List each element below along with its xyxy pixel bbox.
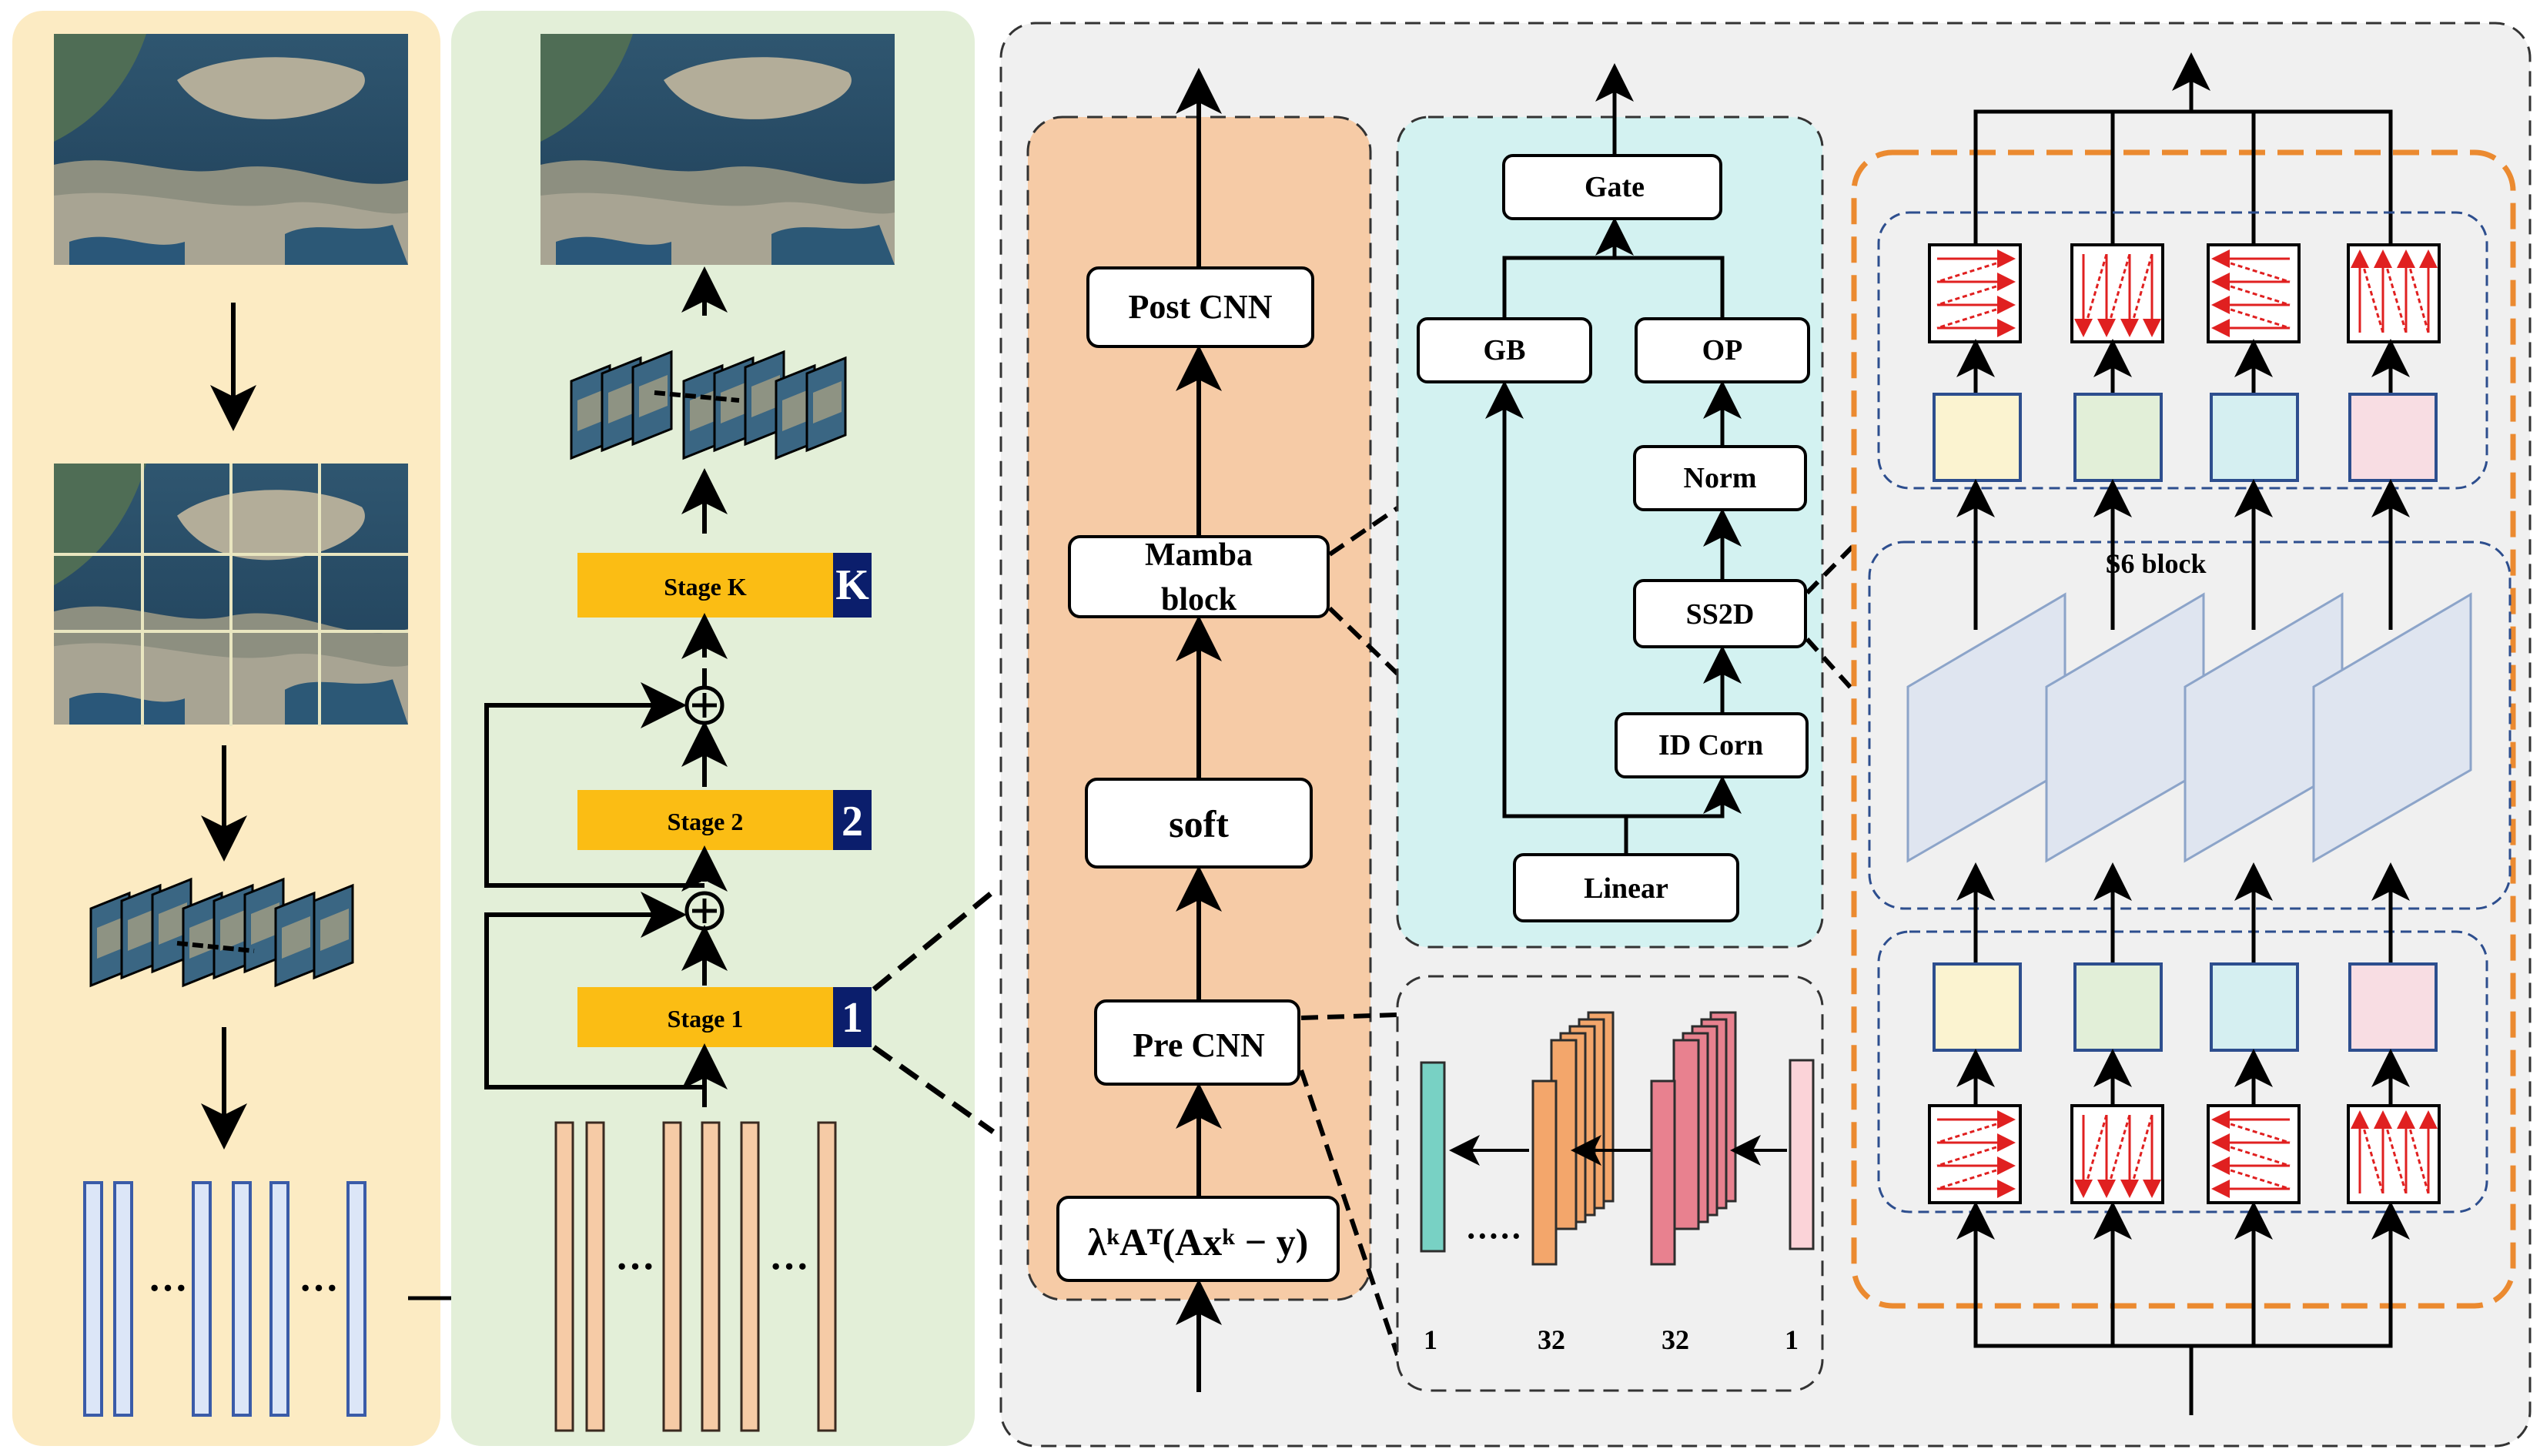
vector-bars-blue	[83, 1181, 366, 1417]
cnn-output-feature	[1420, 1061, 1446, 1253]
scan-pattern-top-1	[1928, 243, 2022, 343]
seq-token-bottom-4	[2348, 962, 2438, 1052]
stage-1-badge-text: 1	[842, 994, 863, 1042]
seq-token-top-3	[2210, 393, 2299, 482]
seq-token-top-1	[1933, 393, 2022, 482]
seq-token-bottom-3	[2210, 962, 2299, 1052]
ss2d-label: SS2D	[1686, 598, 1755, 631]
satellite-image-patched	[54, 464, 408, 726]
arrow-linear-to-gb	[1485, 380, 1628, 855]
mamba-block-label-1: Mamba	[1145, 537, 1253, 573]
stage-k-bar	[577, 553, 833, 618]
gb-label: GB	[1484, 334, 1526, 367]
dots-left-1: ···	[148, 1267, 188, 1310]
mamba-block-label-2: block	[1161, 582, 1237, 618]
stage-2-badge-text: 2	[842, 798, 863, 845]
seq-token-top-4	[2348, 393, 2438, 482]
mamba-detail-panel	[1396, 115, 1824, 949]
channel-label-in: 1	[1785, 1324, 1799, 1355]
seq-token-bottom-2	[2073, 962, 2163, 1052]
stage-2-badge	[833, 790, 872, 850]
op-label: OP	[1702, 334, 1743, 367]
patch-tiles-stack-output	[570, 350, 847, 460]
scan-expand-group	[1877, 930, 2488, 1213]
channel-label-32a: 32	[1538, 1324, 1565, 1355]
seq-token-top-2	[2073, 393, 2163, 482]
arrow-linear-to-idcorn	[1626, 775, 1742, 818]
ss2d-detail-panel	[1851, 149, 2516, 1309]
zoom-line-ss2d-top	[1805, 541, 1858, 595]
skip-connection-2	[484, 682, 704, 888]
stage-2-bar	[577, 790, 833, 850]
dots-orange-1: ···	[615, 1245, 655, 1289]
scan-pattern-bottom-4	[2347, 1104, 2441, 1204]
soft-label: soft	[1169, 802, 1229, 845]
cnn-dots: ·····	[1465, 1217, 1521, 1255]
cnn-feature-32-a	[1531, 1011, 1615, 1266]
cnn-feature-32-b	[1650, 1011, 1737, 1266]
scan-pattern-top-2	[2070, 243, 2164, 343]
cnn-input-feature	[1789, 1059, 1815, 1250]
satellite-image-full	[54, 34, 408, 265]
post-cnn-label: Post CNN	[1129, 288, 1273, 326]
stage-1-bar	[577, 987, 833, 1047]
vector-bars-orange	[554, 1121, 837, 1432]
stage-k-badge	[833, 553, 872, 618]
scan-pattern-top-4	[2347, 243, 2441, 343]
linear-label: Linear	[1584, 872, 1668, 905]
stage-1-label: Stage 1	[668, 1005, 744, 1033]
pre-cnn-label: Pre CNN	[1133, 1026, 1265, 1064]
norm-label: Norm	[1684, 462, 1757, 494]
skip-connection-1	[484, 892, 704, 1089]
zoom-line-ss2d-bottom	[1805, 637, 1858, 695]
stage-k-badge-text: K	[835, 561, 869, 609]
scan-merge-group	[1877, 211, 2488, 490]
stage-k-label: Stage K	[664, 573, 747, 601]
stage-1-badge	[833, 987, 872, 1047]
scan-pattern-bottom-1	[1928, 1104, 2022, 1204]
channel-label-out: 1	[1424, 1324, 1437, 1355]
zoom-line-mamba-bottom	[1327, 606, 1400, 676]
zoom-line-mamba-top	[1328, 506, 1399, 557]
scan-pattern-top-3	[2207, 243, 2301, 343]
gate-label: Gate	[1585, 171, 1645, 203]
stage-2-label: Stage 2	[668, 808, 744, 835]
s6-planes	[1906, 592, 2472, 863]
zoom-line-bottom	[872, 1045, 996, 1134]
seq-token-bottom-1	[1933, 962, 2022, 1052]
formula-label: λᵏAᵀ(Axᵏ − y)	[1088, 1220, 1308, 1264]
id-corn-label: ID Corn	[1658, 729, 1763, 761]
scan-pattern-bottom-2	[2070, 1104, 2164, 1204]
s6-block-group	[1868, 541, 2512, 910]
channel-label-32b: 32	[1662, 1324, 1689, 1355]
patch-tiles-stack	[89, 878, 354, 987]
zoom-line-pre-top	[1300, 1013, 1398, 1020]
satellite-image-output	[540, 34, 895, 265]
dots-left-2: ···	[299, 1267, 339, 1310]
zoom-line-pre-bottom	[1299, 1069, 1400, 1356]
output-merge-line	[1973, 109, 2393, 245]
panel-input-pipeline	[12, 11, 440, 1446]
zoom-line-top	[872, 889, 996, 992]
s6-block-label: S6 block	[2105, 548, 2206, 579]
dots-orange-2: ···	[769, 1245, 809, 1289]
scan-pattern-bottom-3	[2207, 1104, 2301, 1204]
